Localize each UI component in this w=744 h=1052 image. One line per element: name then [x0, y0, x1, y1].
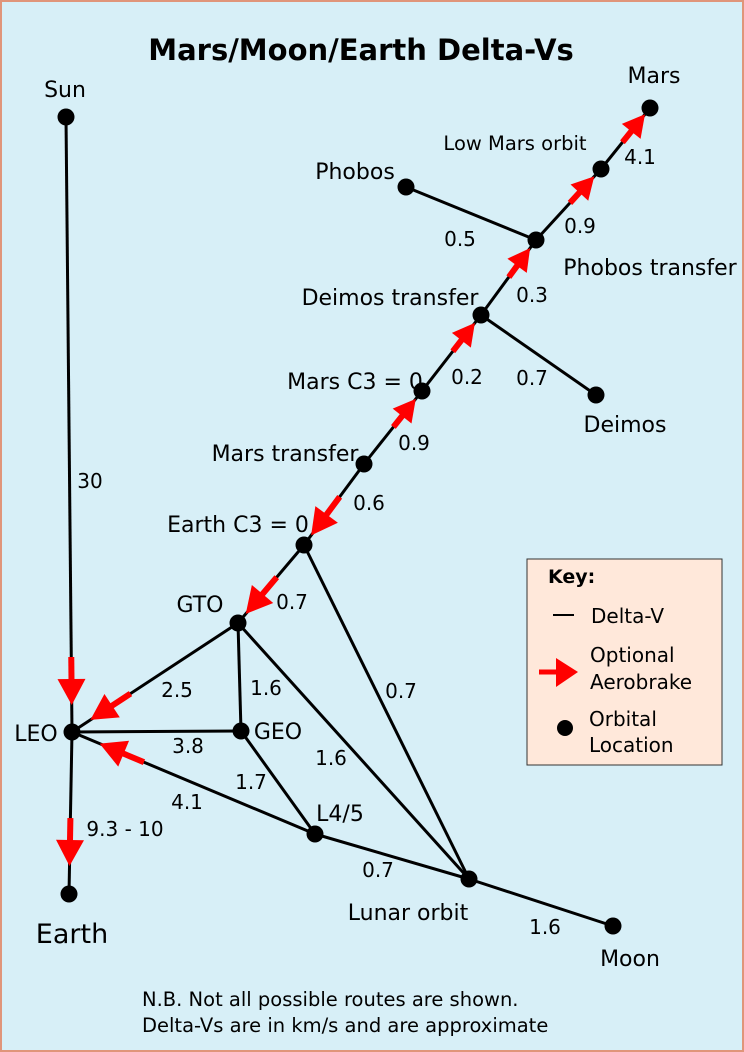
- key-delta-v-label: Delta-V: [591, 604, 664, 628]
- edge-geo-l45: [239, 730, 317, 835]
- node-label-deimos_t: Deimos transfer: [302, 286, 480, 311]
- node-label-mars: Mars: [628, 64, 681, 89]
- footer-note-2: Delta-Vs are in km/s and are approximate: [142, 1014, 548, 1037]
- footer-note-1: N.B. Not all possible routes are shown.: [142, 988, 519, 1011]
- aerobrake-arrows-layer: [56, 114, 645, 867]
- delta-v-value: 30: [77, 469, 102, 493]
- aerobrake-arrow: [620, 114, 645, 145]
- node-leo: [63, 723, 81, 741]
- delta-v-value: 0.2: [451, 365, 483, 389]
- delta-v-value: 1.6: [250, 676, 282, 700]
- node-label-l45: L4/5: [316, 802, 364, 827]
- node-moon: [604, 917, 622, 935]
- node-lmo: [592, 160, 610, 178]
- edge-geo-leo: [71, 729, 242, 734]
- aerobrake-arrow: [311, 495, 343, 536]
- node-label-geo: GEO: [254, 720, 302, 745]
- node-label-earth_c3: Earth C3 = 0: [167, 513, 309, 538]
- edge-deimos_t-deimos: [480, 313, 597, 397]
- edge-leo-earth: [67, 731, 74, 895]
- node-mars_t: [355, 455, 373, 473]
- delta-v-value: 9.3 - 10: [86, 817, 163, 841]
- node-gto: [229, 614, 247, 632]
- delta-v-value: 2.5: [161, 678, 193, 702]
- key-location-label-1: Orbital: [589, 707, 657, 731]
- node-label-deimos: Deimos: [584, 413, 667, 438]
- node-l45: [306, 825, 324, 843]
- key-box: Key: Delta-V Optional Aerobrake Orbital …: [526, 558, 723, 766]
- node-label-mars_t: Mars transfer: [212, 442, 360, 467]
- delta-v-value: 0.5: [444, 227, 476, 251]
- node-label-lunar: Lunar orbit: [348, 901, 469, 926]
- node-sun: [57, 108, 75, 126]
- aerobrake-arrow: [56, 817, 84, 867]
- key-aerobrake-label-2: Aerobrake: [590, 670, 692, 694]
- node-mars_c3: [413, 382, 431, 400]
- node-earth: [60, 885, 78, 903]
- node-lunar: [460, 870, 478, 888]
- delta-v-value: 0.7: [362, 858, 394, 882]
- aerobrake-arrow: [450, 322, 475, 354]
- node-phobos_t: [527, 231, 545, 249]
- node-label-sun: Sun: [44, 78, 86, 103]
- delta-v-value: 0.9: [564, 214, 596, 238]
- node-earth_c3: [295, 536, 313, 554]
- edge-earth_c3-lunar: [302, 544, 471, 880]
- key-location-label-2: Location: [589, 733, 674, 757]
- delta-v-value: 1.6: [529, 915, 561, 939]
- node-label-earth: Earth: [36, 919, 108, 950]
- labels-layer: 30 4.1 0.9 0.5 0.3 0.7 0.2 0.9 0.6 0.7 0.7 2.5 1.6 1.…: [14, 64, 737, 972]
- aerobrake-arrow: [506, 248, 531, 279]
- delta-v-value: 0.7: [276, 590, 308, 614]
- edge-lunar-moon: [468, 877, 614, 928]
- edge-sun-leo: [64, 116, 74, 733]
- aerobrake-arrow: [99, 740, 146, 767]
- aerobrake-arrow: [391, 398, 416, 429]
- edge-phobos-phobos_t: [405, 185, 537, 242]
- node-deimos_t: [472, 306, 490, 324]
- diagram-title: Mars/Moon/Earth Delta-Vs: [148, 33, 574, 67]
- node-label-gto: GTO: [176, 593, 223, 618]
- delta-v-value: 3.8: [172, 734, 204, 758]
- node-phobos: [397, 178, 415, 196]
- delta-v-value: 1.7: [235, 770, 267, 794]
- node-label-moon: Moon: [600, 947, 660, 972]
- key-title: Key:: [548, 566, 595, 588]
- aerobrake-arrow: [90, 691, 133, 720]
- delta-v-value: 0.7: [516, 366, 548, 390]
- edge-gto-geo: [236, 622, 243, 732]
- edge-gto-lunar: [236, 621, 471, 881]
- delta-v-value: 1.6: [315, 746, 347, 770]
- delta-v-value: 4.1: [624, 145, 656, 169]
- delta-v-value: 4.1: [171, 790, 203, 814]
- aerobrake-arrow: [567, 176, 595, 205]
- delta-v-value: 0.9: [398, 431, 430, 455]
- delta-v-value: 0.6: [353, 491, 385, 515]
- edge-l45-lunar: [314, 832, 470, 881]
- aerobrake-arrow: [57, 656, 86, 706]
- node-mars: [641, 99, 659, 117]
- aerobrake-arrow: [245, 575, 280, 614]
- node-geo: [232, 722, 250, 740]
- orbital-location-dot-icon: [557, 720, 573, 736]
- aerobrake-arrow-icon: [539, 658, 578, 687]
- node-label-mars_c3: Mars C3 = 0: [287, 370, 423, 395]
- delta-v-value: 0.3: [516, 283, 548, 307]
- node-label-leo: LEO: [14, 722, 57, 747]
- nodes-layer: [57, 99, 659, 935]
- key-aerobrake-label-1: Optional: [590, 643, 675, 667]
- node-deimos: [587, 386, 605, 404]
- delta-v-value: 0.7: [385, 679, 417, 703]
- node-label-phobos: Phobos: [315, 160, 395, 185]
- node-label-phobos_t: Phobos transfer: [563, 256, 737, 281]
- node-label-lmo: Low Mars orbit: [443, 132, 586, 155]
